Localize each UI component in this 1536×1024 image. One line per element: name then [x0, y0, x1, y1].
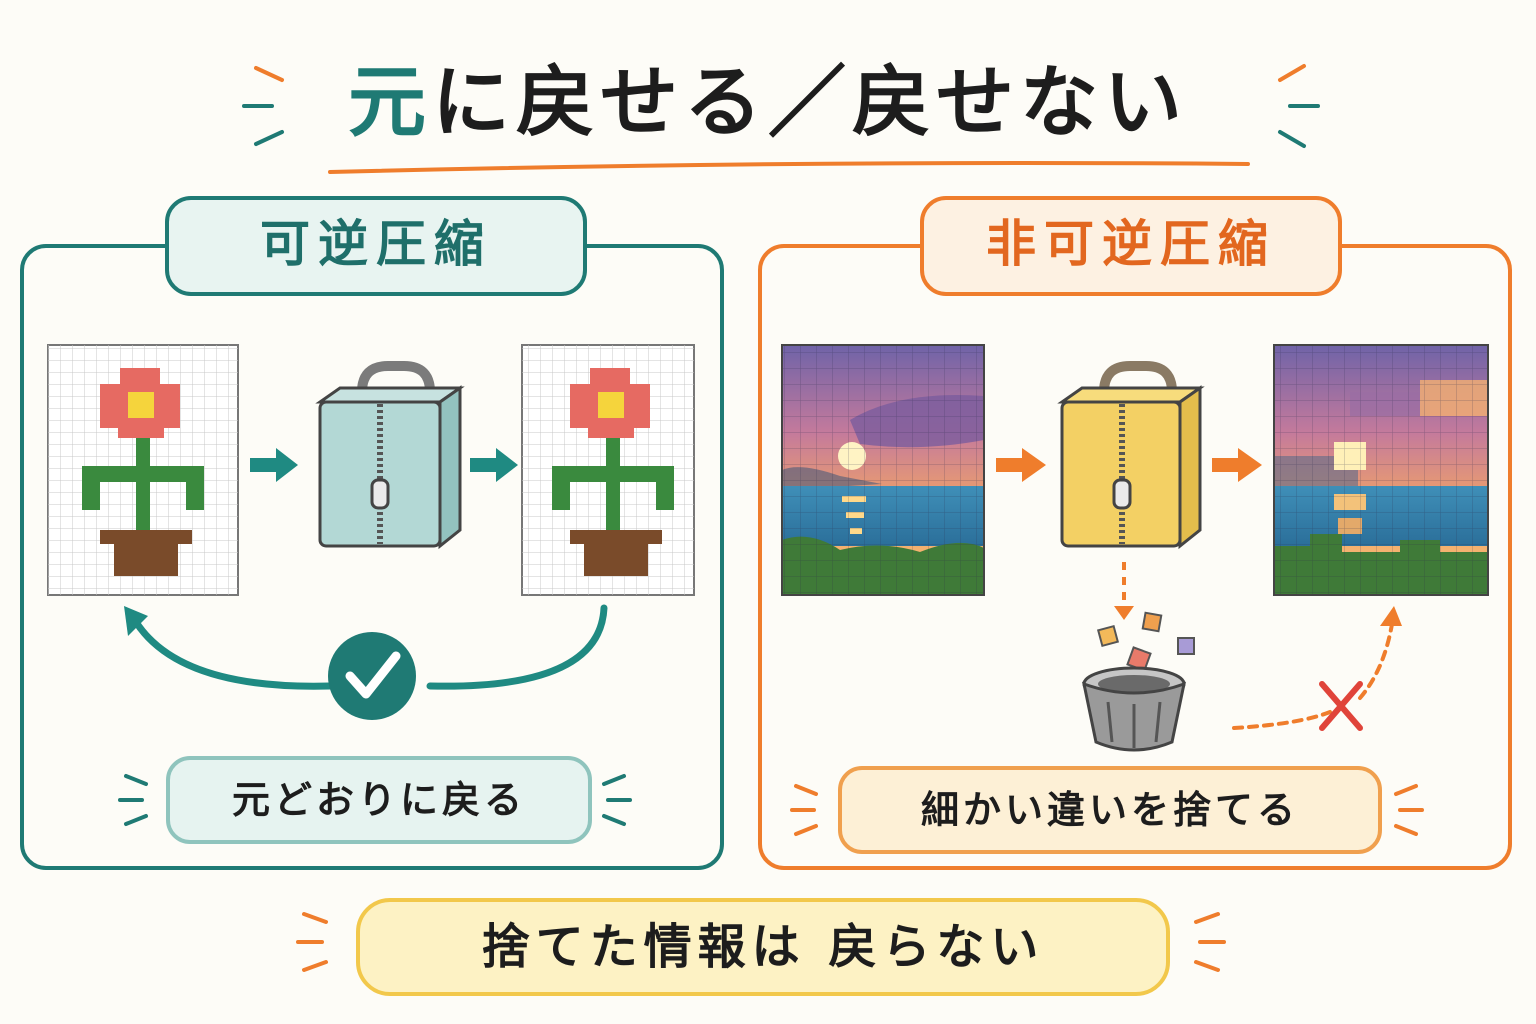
sunset-pixel-image-original: [781, 344, 985, 596]
sunset-pixel-image-degraded: [1273, 344, 1489, 596]
arrow-icon-orange: [996, 448, 1262, 482]
footer-sparkles: [296, 912, 1226, 972]
check-icon: [328, 632, 416, 720]
return-curve: [132, 604, 608, 690]
flower-pixel-image-restored: [521, 344, 695, 596]
arrow-icon: [250, 448, 518, 482]
title-accent: 元: [347, 58, 432, 148]
trash-bin-icon: [1081, 666, 1187, 752]
footer-note: 捨てた情報は 戻らない: [356, 898, 1170, 996]
flower-pixel-image-original: [47, 344, 239, 596]
caption-sparkle-left: [118, 774, 632, 826]
lossless-title: 可逆圧縮: [165, 196, 587, 296]
lossy-title: 非可逆圧縮: [920, 196, 1342, 296]
title-rest: に戻せる／戻せない: [432, 58, 1189, 148]
no-return-arrowhead: [1380, 606, 1402, 626]
discarded-fragments: [1096, 611, 1195, 672]
no-return-dashed-path: [1232, 622, 1394, 730]
zip-bag-icon-lossless: [315, 361, 465, 550]
caption-sparkle-right: [790, 784, 1424, 836]
title-sparkle-right: [1278, 64, 1320, 148]
return-arrowhead: [124, 606, 148, 636]
title-underline: [328, 161, 1250, 174]
discard-arrowhead: [1114, 606, 1134, 620]
cross-icon: [1319, 681, 1363, 731]
lossless-caption: 元どおりに戻る: [166, 756, 592, 844]
zip-bag-icon-lossy: [1057, 361, 1205, 550]
title-sparkle-left: [242, 66, 284, 146]
page-title: 元に戻せる／戻せない: [0, 48, 1536, 158]
lossy-caption: 細かい違いを捨てる: [838, 766, 1382, 854]
